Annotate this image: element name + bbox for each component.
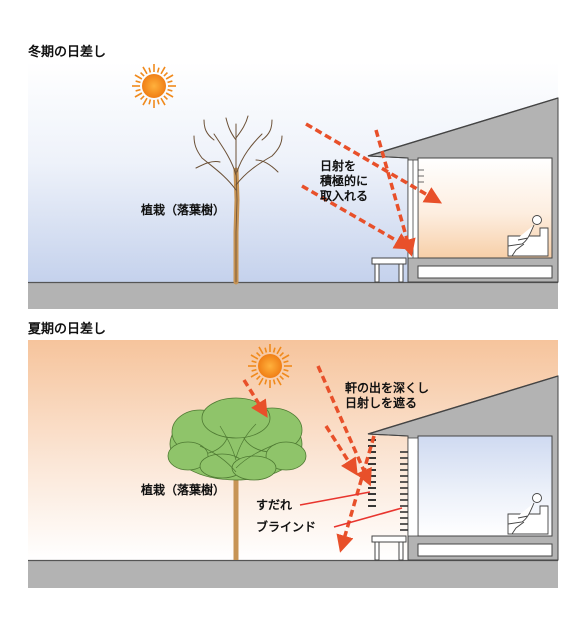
summer-panel: 夏期の日差し 植栽（落葉樹） xyxy=(27,321,559,588)
blind-callout-line xyxy=(333,507,403,528)
summer-eave-note-line1: 軒の出を深くし xyxy=(345,380,429,395)
blind-label: ブラインド xyxy=(256,519,316,534)
bench-icon xyxy=(371,257,407,283)
person-on-sofa-icon xyxy=(507,215,549,257)
summer-sun-arrows xyxy=(242,365,376,553)
winter-sun-note-line2: 積極的に xyxy=(319,173,368,188)
winter-sun-note-line3: 取入れる xyxy=(320,189,368,203)
summer-tree-label: 植栽（落葉樹） xyxy=(140,482,225,497)
winter-ground xyxy=(28,282,558,309)
winter-panel: 冬期の日差し 植栽（落葉樹） xyxy=(28,44,559,309)
winter-sun-note-line1: 日射を xyxy=(320,158,356,173)
winter-heading: 冬期の日差し xyxy=(28,44,106,60)
sudare-label: すだれ xyxy=(256,498,292,512)
summer-eave-note-line2: 日射しを遮る xyxy=(345,395,417,410)
person-on-sofa-icon xyxy=(507,493,549,535)
winter-tree-label: 植栽（落葉樹） xyxy=(140,202,225,217)
summer-heading: 夏期の日差し xyxy=(27,321,106,337)
sun-icon xyxy=(248,344,292,388)
sun-icon xyxy=(132,64,176,108)
house-section-icon xyxy=(367,97,559,283)
blind-icon xyxy=(400,451,408,531)
summer-ground xyxy=(28,560,558,588)
house-section-icon xyxy=(367,375,559,561)
bench-icon xyxy=(371,535,407,561)
sudare-callout-line xyxy=(299,491,371,506)
winter-sun-arrows xyxy=(301,122,443,257)
deciduous-tree-icon xyxy=(193,115,283,285)
